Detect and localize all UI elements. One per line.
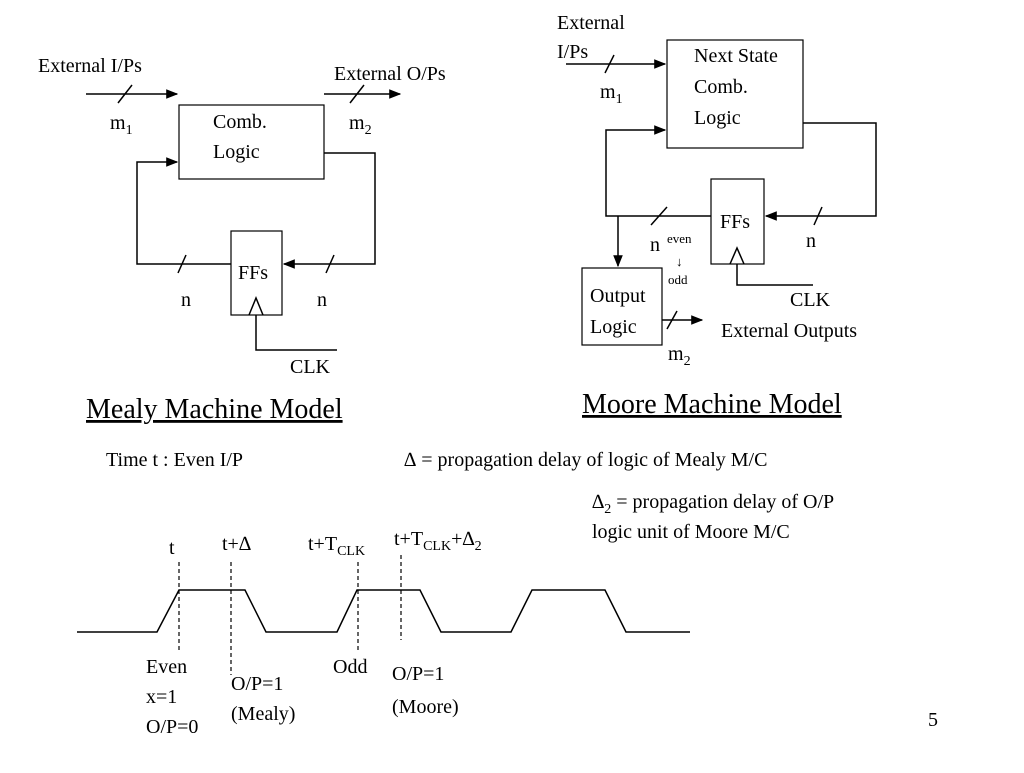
mealy-ext-outputs-label: External O/Ps <box>334 63 446 85</box>
mealy-clock-triangle <box>248 296 264 316</box>
moore-m1-label: m1 <box>600 81 623 107</box>
delta2-note-line1: ∆2 = propagation delay of O/P <box>592 491 834 517</box>
label-op0: O/P=0 <box>146 716 198 738</box>
mealy-title: Mealy Machine Model <box>86 394 343 425</box>
moore-next-state-box <box>666 39 804 149</box>
mealy-diagram: Comb. Logic FFs CLK External I/Ps m1 Ext… <box>38 55 446 425</box>
mealy-clk-line <box>255 315 337 351</box>
mealy-comb-label-2: Logic <box>213 141 260 163</box>
label-t-tclk-delta2: t+TCLK+∆2 <box>394 528 482 554</box>
time-t-note: Time t : Even I/P <box>106 449 243 471</box>
mealy-m2-label: m2 <box>349 112 372 138</box>
moore-ns-label-1: Next State <box>694 45 778 67</box>
timing-waveform <box>77 589 690 633</box>
label-even: Even <box>146 656 187 678</box>
delta2-note-line2: logic unit of Moore M/C <box>592 521 790 543</box>
delta-note: ∆ = propagation delay of logic of Mealy … <box>404 449 767 471</box>
moore-ffs-label: FFs <box>720 211 750 233</box>
moore-ext-label-2: I/Ps <box>557 41 588 63</box>
notes: Time t : Even I/P ∆ = propagation delay … <box>106 449 834 543</box>
mealy-n-right: n <box>317 289 327 311</box>
label-mealy: (Mealy) <box>231 703 295 725</box>
label-op1-mealy: O/P=1 <box>231 673 283 695</box>
moore-out-label-1: Output <box>590 285 646 307</box>
moore-clk-line <box>736 264 813 286</box>
moore-title: Moore Machine Model <box>582 389 842 420</box>
moore-m2-label: m2 <box>668 343 691 369</box>
moore-diagram: External I/Ps m1 Next State Comb. Logic … <box>557 12 877 420</box>
mealy-feedback-to-comb <box>136 157 231 265</box>
mealy-output-slash <box>349 84 365 104</box>
moore-ns-label-3: Logic <box>694 107 741 129</box>
moore-feedback-to-ffs <box>764 122 877 221</box>
moore-clock-triangle <box>729 246 745 265</box>
label-t-delta: t+∆ <box>222 533 251 555</box>
moore-down-arrow: ↓ <box>676 254 683 269</box>
moore-output-slash <box>666 310 678 330</box>
mealy-m1-label: m1 <box>110 112 133 138</box>
moore-output-logic-box <box>581 267 663 346</box>
timing-diagram: t t+∆ t+TCLK t+TCLK+∆2 Even x=1 O/P=0 O/… <box>77 528 690 738</box>
moore-out-label-2: Logic <box>590 316 637 338</box>
moore-n-right: n <box>806 230 816 252</box>
moore-left-slash <box>650 206 668 226</box>
mealy-ext-inputs-label: External I/Ps <box>38 55 142 77</box>
moore-n-left: n <box>650 234 660 256</box>
moore-input-slash <box>604 54 615 74</box>
moore-feedback-to-ns <box>605 125 667 217</box>
label-x1: x=1 <box>146 686 177 708</box>
moore-ns-label-2: Comb. <box>694 76 748 98</box>
mealy-clk-label: CLK <box>290 356 331 378</box>
label-op1-moore: O/P=1 <box>392 663 444 685</box>
moore-odd-label: odd <box>668 272 688 287</box>
moore-clk-label: CLK <box>790 289 831 311</box>
label-t-tclk: t+TCLK <box>308 533 365 559</box>
mealy-comb-label-1: Comb. <box>213 111 267 133</box>
mealy-input-slash <box>117 84 133 104</box>
mealy-comb-logic-box <box>178 104 325 180</box>
moore-even-label: even <box>667 231 692 246</box>
moore-ext-outputs-label: External Outputs <box>721 320 857 342</box>
mealy-ffs-label: FFs <box>238 262 268 284</box>
label-odd: Odd <box>333 656 367 678</box>
label-moore: (Moore) <box>392 696 459 718</box>
moore-ext-label-1: External <box>557 12 625 34</box>
moore-right-slash <box>813 206 823 226</box>
mealy-n-left: n <box>181 289 191 311</box>
label-t: t <box>169 537 175 559</box>
mealy-left-slash <box>177 254 187 274</box>
mealy-right-slash <box>325 254 335 274</box>
page-number: 5 <box>928 709 938 731</box>
